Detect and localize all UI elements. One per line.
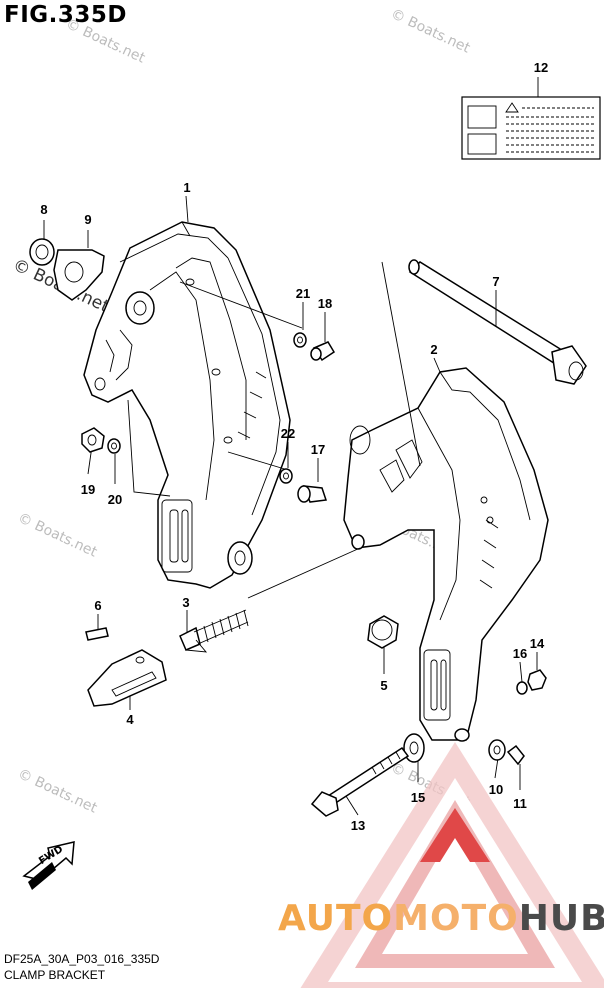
bolt-part-17 — [297, 485, 328, 503]
brand-logo-icon — [300, 742, 604, 988]
washer-part-21 — [293, 332, 307, 348]
callout-18: 18 — [317, 296, 333, 311]
warning-label-decal — [461, 77, 601, 160]
callout-13: 13 — [350, 818, 366, 833]
leader-lines — [43, 220, 538, 816]
washer-part-20 — [107, 438, 121, 454]
callout-17: 17 — [310, 442, 326, 457]
callout-14: 14 — [529, 636, 545, 651]
bushing-part-8 — [29, 238, 55, 266]
plate-part-9 — [53, 249, 105, 301]
callout-3: 3 — [182, 595, 190, 610]
pin-part-6 — [85, 627, 109, 641]
bolt-part-13 — [310, 746, 410, 817]
clamp-bracket-right — [343, 357, 549, 742]
callout-10: 10 — [488, 782, 504, 797]
callout-8: 8 — [40, 202, 48, 217]
plug-part-5 — [367, 615, 399, 649]
clamp-shaft-bolt — [381, 259, 587, 467]
callout-11: 11 — [513, 796, 527, 811]
callout-6: 6 — [94, 598, 102, 613]
clamp-bracket-left — [83, 195, 291, 589]
callout-2: 2 — [430, 342, 438, 357]
callout-21: 21 — [295, 286, 311, 301]
brand-part-moto: MOTO — [393, 898, 519, 939]
callout-5: 5 — [380, 678, 388, 693]
callout-16: 16 — [512, 646, 528, 661]
callout-15: 15 — [410, 790, 426, 805]
lever-part-4 — [87, 649, 167, 707]
brand-part-auto: AUTO — [278, 898, 394, 939]
bushing-part-10 — [488, 739, 506, 761]
nut-part-14 — [527, 669, 547, 691]
callout-20: 20 — [107, 492, 123, 507]
callout-9: 9 — [84, 212, 92, 227]
callout-19: 19 — [80, 482, 96, 497]
figure-code: DF25A_30A_P03_016_335D — [4, 952, 160, 966]
callout-22: 22 — [280, 426, 296, 441]
forward-direction-arrow-icon — [22, 841, 75, 890]
brand-part-hub: HUB — [518, 898, 604, 939]
brand-wordmark: AUTOMOTOHUB — [278, 898, 604, 939]
callout-12: 12 — [533, 60, 549, 75]
washer-part-16 — [516, 681, 528, 695]
washer-part-15 — [403, 733, 425, 763]
callout-4: 4 — [126, 712, 134, 727]
figure-title: FIG.335D — [4, 2, 127, 28]
bolt-part-18 — [310, 341, 336, 362]
bolt-part-11 — [506, 744, 525, 766]
rod-spring-part-3 — [179, 609, 249, 653]
washer-part-22 — [279, 468, 293, 484]
nut-part-19 — [81, 427, 105, 453]
callout-1: 1 — [183, 180, 191, 195]
callout-7: 7 — [492, 274, 500, 289]
figure-name: CLAMP BRACKET — [4, 968, 106, 982]
